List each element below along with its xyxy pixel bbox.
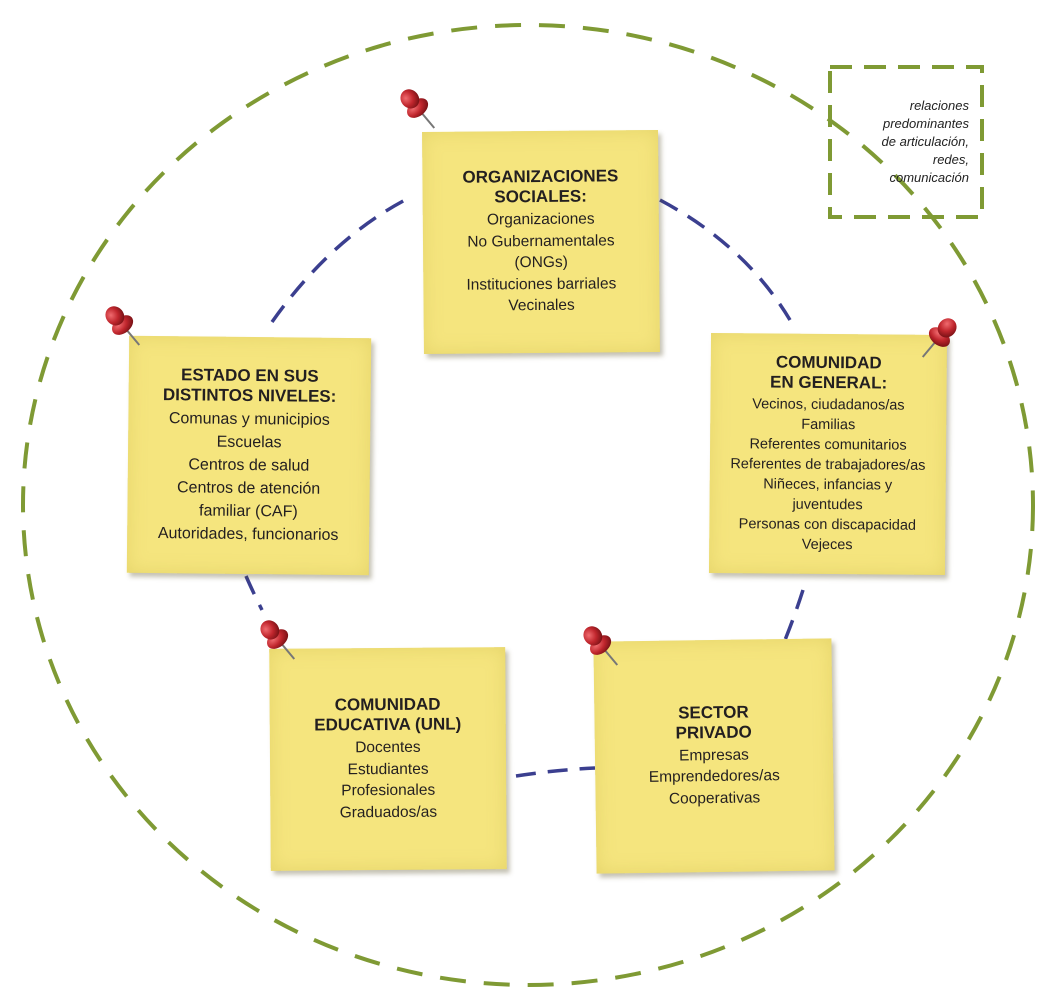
legend-line: de articulación,: [881, 134, 969, 149]
note-comunidad-educativa: COMUNIDAD EDUCATIVA (UNL) Docentes Estud…: [269, 647, 507, 871]
note-item: familiar (CAF): [198, 501, 298, 521]
note-item: Instituciones barriales: [466, 275, 617, 294]
title-line: ORGANIZACIONES: [462, 166, 619, 187]
legend-text: relaciones predominantes de articulación…: [837, 97, 975, 187]
note-item: Referentes comunitarios: [749, 436, 907, 454]
note-item: Cooperativas: [668, 789, 761, 808]
note-item: Vecinos, ciudadanos/as: [752, 396, 905, 414]
note-title: SECTOR PRIVADO: [675, 702, 752, 743]
outer-dashed-circle: [21, 23, 1035, 987]
legend-line: redes,: [932, 152, 969, 167]
note-sector-privado: SECTOR PRIVADO Empresas Emprendedores/as…: [593, 638, 835, 874]
note-item: (ONGs): [514, 254, 568, 272]
note-title: ORGANIZACIONES SOCIALES:: [462, 167, 618, 208]
note-title: ESTADO EN SUS DISTINTOS NIVELES:: [163, 365, 337, 407]
note-items: Vecinos, ciudadanos/as Familias Referent…: [730, 394, 926, 556]
title-line: EDUCATIVA (UNL): [314, 714, 462, 735]
note-title: COMUNIDAD EDUCATIVA (UNL): [314, 694, 461, 735]
note-item: Comunas y municipios: [168, 409, 330, 429]
title-line: COMUNIDAD: [775, 352, 882, 373]
note-organizaciones-sociales: ORGANIZACIONES SOCIALES: Organizaciones …: [422, 129, 660, 355]
note-item: Estudiantes: [347, 760, 429, 778]
title-line: ESTADO EN SUS: [180, 364, 319, 386]
title-line: SOCIALES:: [494, 186, 587, 207]
note-items: Empresas Emprendedores/as Cooperativas: [648, 744, 780, 810]
note-item: Vejeces: [801, 536, 853, 554]
note-items: Docentes Estudiantes Profesionales Gradu…: [339, 737, 437, 824]
note-item: Escuelas: [216, 433, 282, 451]
note-item: Niñeces, infancias y: [763, 476, 893, 494]
link-estado-org: [270, 198, 406, 324]
note-comunidad-en-general: COMUNIDAD EN GENERAL: Vecinos, ciudadano…: [708, 332, 948, 576]
note-item: Centros de atención: [176, 478, 321, 498]
note-item: Personas con discapacidad: [738, 516, 917, 534]
legend-line: comunicación: [889, 170, 970, 185]
title-line: PRIVADO: [675, 722, 752, 743]
note-item: Organizaciones: [486, 210, 595, 229]
note-item: Empresas: [678, 746, 749, 765]
note-item: No Gubernamentales: [467, 232, 615, 251]
note-item: Docentes: [355, 738, 421, 757]
note-item: Autoridades, funcionarios: [157, 524, 339, 544]
inner-connections: [244, 198, 805, 778]
title-line: SECTOR: [677, 702, 749, 723]
note-item: Emprendedores/as: [648, 767, 780, 787]
legend-line: relaciones: [909, 98, 969, 113]
note-item: Referentes de trabajadores/as: [730, 456, 926, 474]
note-item: Vecinales: [508, 296, 575, 315]
note-items: Comunas y municipios Escuelas Centros de…: [158, 407, 340, 547]
legend-box: [828, 65, 984, 219]
note-title: COMUNIDAD EN GENERAL:: [770, 352, 887, 393]
note-item: juventudes: [792, 496, 863, 514]
note-estado: ESTADO EN SUS DISTINTOS NIVELES: Comunas…: [126, 335, 372, 576]
link-edu-estado: [244, 575, 264, 611]
title-line: EN GENERAL:: [769, 372, 888, 393]
note-item: Graduados/as: [339, 803, 438, 821]
title-line: DISTINTOS NIVELES:: [162, 384, 337, 406]
note-item: Centros de salud: [188, 455, 310, 475]
note-item: Familias: [801, 416, 856, 434]
title-line: COMUNIDAD: [334, 694, 441, 715]
legend: relaciones predominantes de articulación…: [830, 67, 982, 217]
link-org-comunidad: [659, 198, 792, 321]
note-items: Organizaciones No Gubernamentales (ONGs)…: [466, 209, 617, 318]
link-privado-edu: [515, 766, 596, 778]
note-item: Profesionales: [341, 781, 436, 800]
legend-line: predominantes: [883, 116, 969, 131]
link-comunidad-privado: [783, 589, 805, 641]
